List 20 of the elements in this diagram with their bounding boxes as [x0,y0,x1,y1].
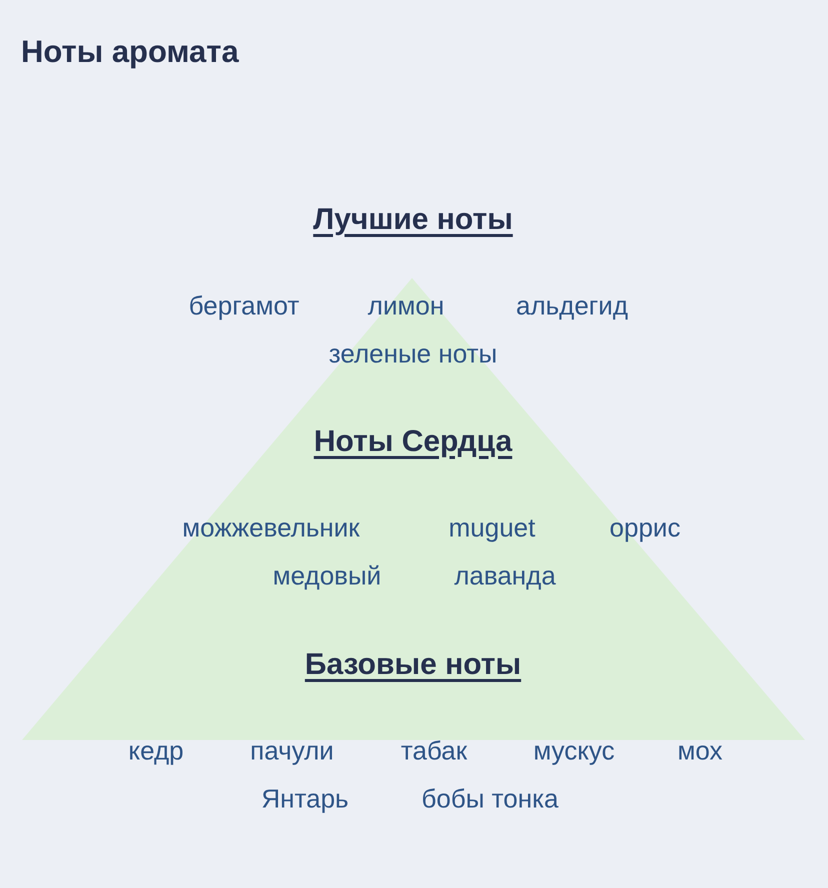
note-label: Янтарь [261,784,349,814]
note-label: лаванда [454,560,556,592]
note-label: можжевельник [182,512,360,544]
note-label: кедр [128,736,184,766]
note-label: оррис [610,512,680,544]
note-label: мох [677,736,723,766]
note-label: лимон [368,290,444,322]
note-label: бобы тонка [422,784,558,814]
note-label: медовый [272,560,382,592]
note-label: muguet [448,512,536,544]
note-label: бергамот [188,290,300,322]
note-label: пачули [250,736,334,766]
note-label: мускус [533,736,615,766]
tier-heading: Базовые ноты [304,648,522,682]
tier-heading: Лучшие ноты [313,203,513,237]
note-label: зеленые ноты [328,338,498,370]
title: Ноты аромата [21,34,239,70]
note-label: табак [400,736,468,766]
tier-heading: Ноты Сердца [314,425,512,459]
note-label: альдегид [516,290,628,322]
